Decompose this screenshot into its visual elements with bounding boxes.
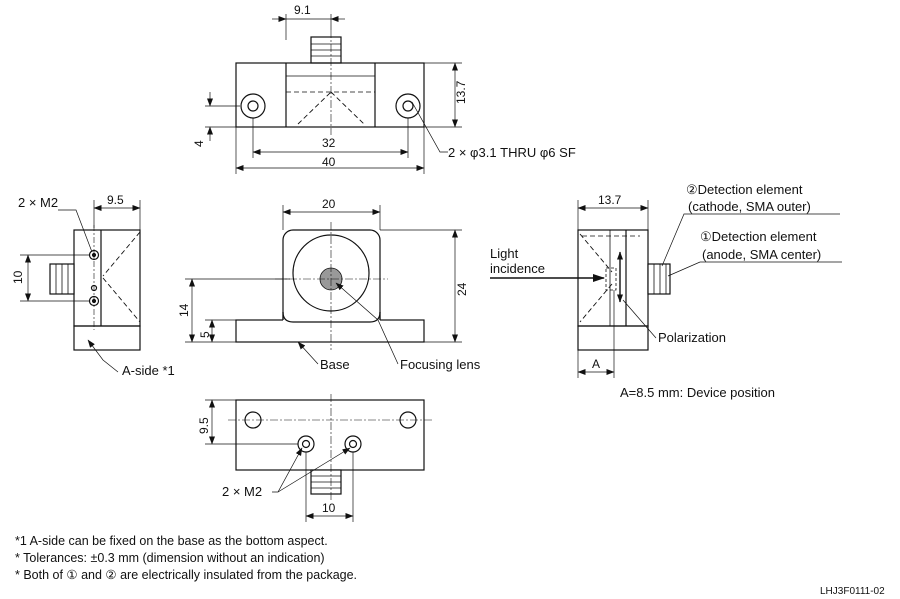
left-view: [20, 200, 141, 373]
right-elem2-line2: (cathode, SMA outer): [688, 199, 811, 214]
note-3: * Both of ① and ② are electrically insul…: [15, 568, 357, 582]
right-dim-13-7: 13.7: [598, 193, 622, 207]
bottom-view: [205, 394, 432, 522]
front-dim-20: 20: [322, 197, 336, 211]
bottom-m2-label: 2 × M2: [222, 484, 262, 499]
front-view: [185, 205, 462, 365]
right-device-position: A=8.5 mm: Device position: [620, 385, 775, 400]
front-base-label: Base: [320, 357, 350, 372]
front-dim-5: 5: [198, 331, 212, 338]
bottom-dim-9-5: 9.5: [197, 417, 211, 434]
right-light-line1: Light: [490, 246, 519, 261]
right-elem1-line1: ①Detection element: [700, 229, 817, 244]
bottom-dim-10: 10: [322, 501, 336, 515]
top-dim-13-7: 13.7: [454, 80, 468, 104]
front-lens-label: Focusing lens: [400, 357, 481, 372]
left-dim-9-5: 9.5: [107, 193, 124, 207]
top-view: [205, 14, 462, 174]
left-m2-label: 2 × M2: [18, 195, 58, 210]
right-view: [490, 200, 842, 378]
left-dim-10: 10: [11, 270, 25, 284]
top-dim-32: 32: [322, 136, 336, 150]
right-elem1-line2: (anode, SMA center): [702, 247, 821, 262]
top-holes-label: 2 × φ3.1 THRU φ6 SF: [448, 145, 576, 160]
front-dim-24: 24: [455, 282, 469, 296]
right-elem2-line1: ②Detection element: [686, 182, 803, 197]
right-light-line2: incidence: [490, 261, 545, 276]
left-a-side-label: A-side *1: [122, 363, 175, 378]
note-2: * Tolerances: ±0.3 mm (dimension without…: [15, 551, 325, 565]
right-dim-a: A: [592, 357, 600, 371]
top-dim-4: 4: [192, 140, 206, 147]
top-dim-40: 40: [322, 155, 336, 169]
drawing-code: LHJ3F0111-02: [820, 586, 885, 597]
right-polarization-label: Polarization: [658, 330, 726, 345]
top-dim-9-1: 9.1: [294, 3, 311, 17]
front-dim-14: 14: [177, 303, 191, 317]
note-1: *1 A-side can be fixed on the base as th…: [15, 534, 328, 548]
